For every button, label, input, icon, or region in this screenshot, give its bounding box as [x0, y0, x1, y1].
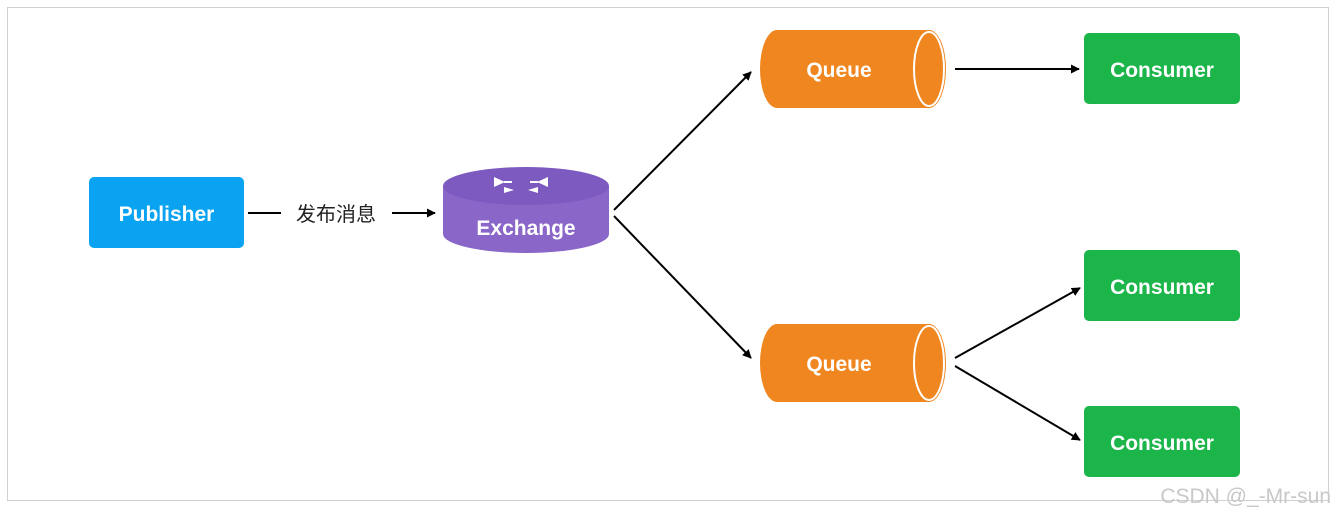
consumer-1-node: Consumer [1084, 33, 1240, 104]
queue-top-body [760, 30, 946, 108]
queue-bottom-to-consumer-3-arrow [954, 365, 1081, 441]
queue-bottom-node: Queue [760, 324, 946, 402]
diagram-frame [7, 7, 1329, 501]
exchange-to-queue-top-arrow [613, 71, 752, 211]
consumer-2-box [1084, 250, 1240, 321]
router-icon [494, 177, 548, 193]
consumer-1-label: Consumer [1110, 59, 1214, 82]
consumer-1-box [1084, 33, 1240, 104]
consumer-3-box [1084, 406, 1240, 477]
queue-bottom-end [913, 325, 945, 401]
exchange-body [443, 186, 609, 253]
edge-label: 发布消息 [296, 202, 376, 226]
publisher-node: Publisher [89, 177, 244, 248]
publisher-box [89, 177, 244, 248]
queue-top-label: Queue [806, 59, 871, 82]
watermark: CSDN @_-Mr-sun [1160, 485, 1331, 508]
consumer-2-label: Consumer [1110, 276, 1214, 299]
exchange-node: Exchange [443, 167, 609, 253]
queue-bottom-label: Queue [806, 353, 871, 376]
exchange-to-queue-bottom-arrow [613, 215, 752, 359]
queue-bottom-body [760, 324, 946, 402]
exchange-label: Exchange [476, 217, 575, 240]
publisher-label: Publisher [119, 203, 215, 226]
queue-top-end [913, 31, 945, 107]
connectors [248, 64, 1081, 441]
queue-top-node: Queue [760, 30, 946, 108]
exchange-top [443, 167, 609, 205]
consumer-2-node: Consumer [1084, 250, 1240, 321]
queue-bottom-to-consumer-2-arrow [954, 287, 1081, 359]
consumer-3-label: Consumer [1110, 432, 1214, 455]
consumer-3-node: Consumer [1084, 406, 1240, 477]
